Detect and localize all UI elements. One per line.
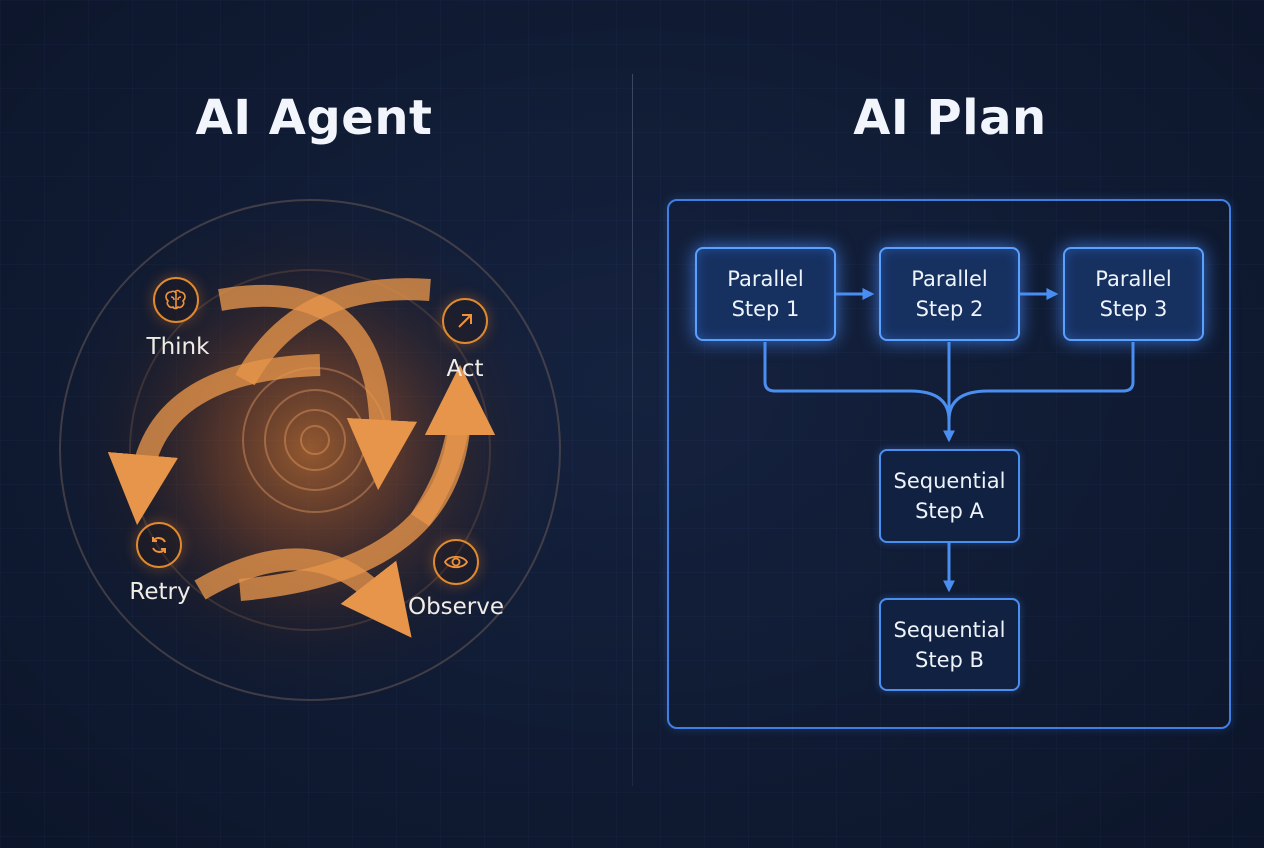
plan-title: AI Plan (853, 90, 1047, 146)
loop-arrow-act (218, 284, 418, 491)
parallel-step-3-line2: Step 3 (1099, 297, 1168, 321)
loop-arrow-top (235, 278, 431, 386)
observe-label: Observe (407, 594, 505, 620)
agent-title: AI Agent (195, 90, 433, 146)
loop-arrow-retry (107, 354, 321, 526)
retry-label: Retry (129, 579, 191, 605)
eye-icon (433, 539, 479, 585)
parallel-step-2: Parallel Step 2 (879, 247, 1020, 341)
sequential-step-b-line1: Sequential (893, 617, 1006, 642)
parallel-step-1-line1: Parallel (727, 267, 804, 291)
merge-line-step3 (947, 342, 1135, 421)
sequential-step-a: Sequential Step A (879, 449, 1020, 543)
refresh-icon (136, 522, 182, 568)
loop-arrow-right (410, 364, 496, 527)
plan-frame (667, 199, 1231, 729)
brain-icon (153, 277, 199, 323)
center-divider (632, 74, 633, 786)
parallel-step-3-line1: Parallel (1095, 267, 1172, 291)
think-label: Think (146, 334, 210, 360)
sequential-step-b-line2: Step B (915, 647, 984, 672)
parallel-step-1-line2: Step 1 (731, 297, 800, 321)
arrow-up-right-icon (442, 298, 488, 344)
sequential-step-a-line2: Step A (915, 499, 984, 523)
act-label: Act (446, 356, 484, 382)
agent-inner-ring (129, 269, 491, 631)
sequential-step-a-line1: Sequential (893, 469, 1006, 493)
parallel-step-2-line1: Parallel (911, 267, 988, 291)
parallel-step-2-line2: Step 2 (915, 297, 984, 321)
merge-line-step1 (763, 342, 951, 421)
agent-outer-ring (59, 199, 561, 701)
parallel-step-3: Parallel Step 3 (1063, 247, 1204, 341)
sequential-step-b: Sequential Step B (879, 598, 1020, 691)
loop-arrow-bottom (194, 548, 412, 638)
parallel-step-1: Parallel Step 1 (695, 247, 836, 341)
